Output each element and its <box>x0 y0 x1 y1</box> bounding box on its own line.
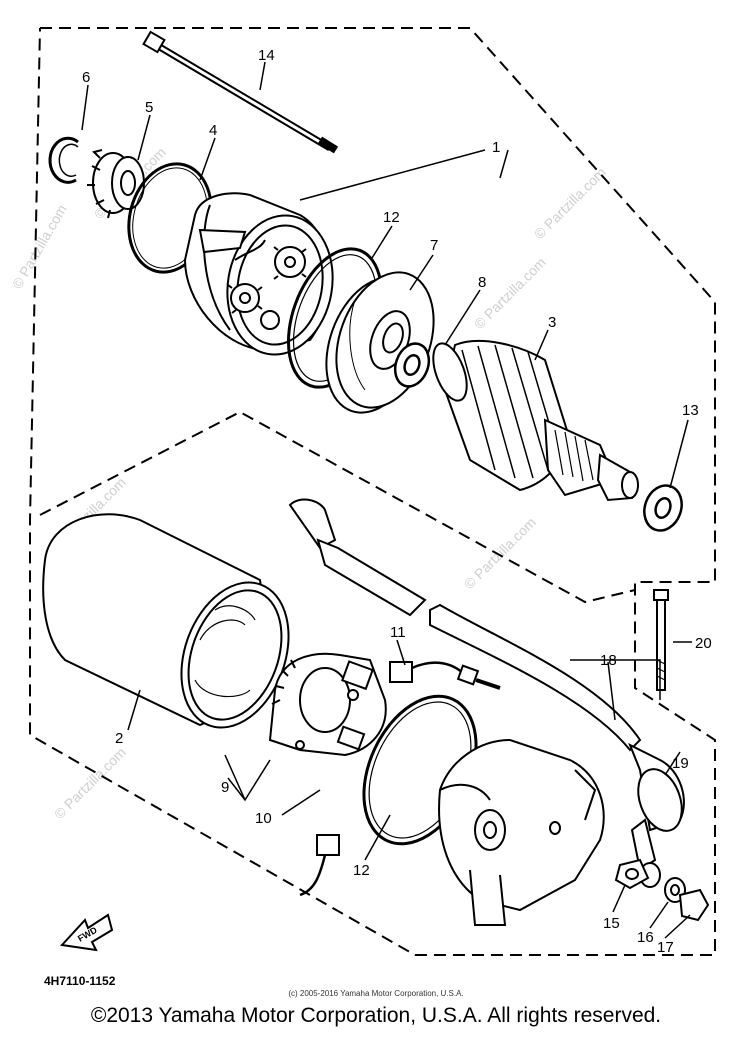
callout-20: 20 <box>695 635 712 652</box>
main-copyright: ©2013 Yamaha Motor Corporation, U.S.A. A… <box>90 1004 662 1027</box>
callout-11: 11 <box>390 624 406 641</box>
callout-3: 3 <box>548 314 556 331</box>
callout-6: 6 <box>82 69 90 86</box>
assembly-boundary <box>29 27 716 956</box>
callouts: 1 2 3 4 5 6 7 8 9 10 11 12 12 13 14 15 1… <box>82 47 712 956</box>
brush-lead <box>389 661 501 690</box>
leader-lines <box>81 61 692 939</box>
diagram-part-code: 4H7110-1152 <box>44 974 116 988</box>
armature <box>432 339 639 502</box>
fwd-arrow-icon: FWD <box>59 913 114 952</box>
callout-13: 13 <box>682 402 699 419</box>
watermark: © Partzilla.com <box>471 254 549 332</box>
callout-2: 2 <box>115 730 123 747</box>
callout-16: 16 <box>637 929 654 946</box>
thrust-washer <box>393 342 431 388</box>
watermark: © Partzilla.com <box>461 514 539 592</box>
callout-7: 7 <box>430 237 438 254</box>
callout-4: 4 <box>209 122 217 139</box>
brush-holder-plate <box>268 652 387 757</box>
watermark: © Partzilla.com <box>51 744 129 822</box>
circlip <box>48 136 79 184</box>
callout-10: 10 <box>255 810 272 827</box>
callout-5: 5 <box>145 99 153 116</box>
callout-14: 14 <box>258 47 275 64</box>
front-housing <box>183 192 334 356</box>
callout-15: 15 <box>603 915 620 932</box>
motor-yoke <box>42 513 290 729</box>
terminal-bolt <box>653 589 669 691</box>
armature-washer <box>643 484 683 532</box>
callout-18: 18 <box>600 652 617 669</box>
callout-8: 8 <box>478 274 486 291</box>
callout-12-lower: 12 <box>353 862 370 879</box>
carbon-brush <box>299 834 340 897</box>
callout-17: 17 <box>657 939 674 956</box>
lead-wire <box>288 498 685 888</box>
through-bolt <box>142 30 339 154</box>
small-copyright: (c) 2005-2016 Yamaha Motor Corporation, … <box>288 989 464 998</box>
callout-9: 9 <box>221 779 229 796</box>
watermark: © Partzilla.com <box>9 202 70 292</box>
watermark: © Partzilla.com <box>531 164 609 242</box>
callout-19: 19 <box>672 755 689 772</box>
callout-12-upper: 12 <box>383 209 400 226</box>
terminal-nut-set <box>614 858 710 922</box>
rear-cover <box>438 738 605 926</box>
callout-1: 1 <box>492 139 500 156</box>
